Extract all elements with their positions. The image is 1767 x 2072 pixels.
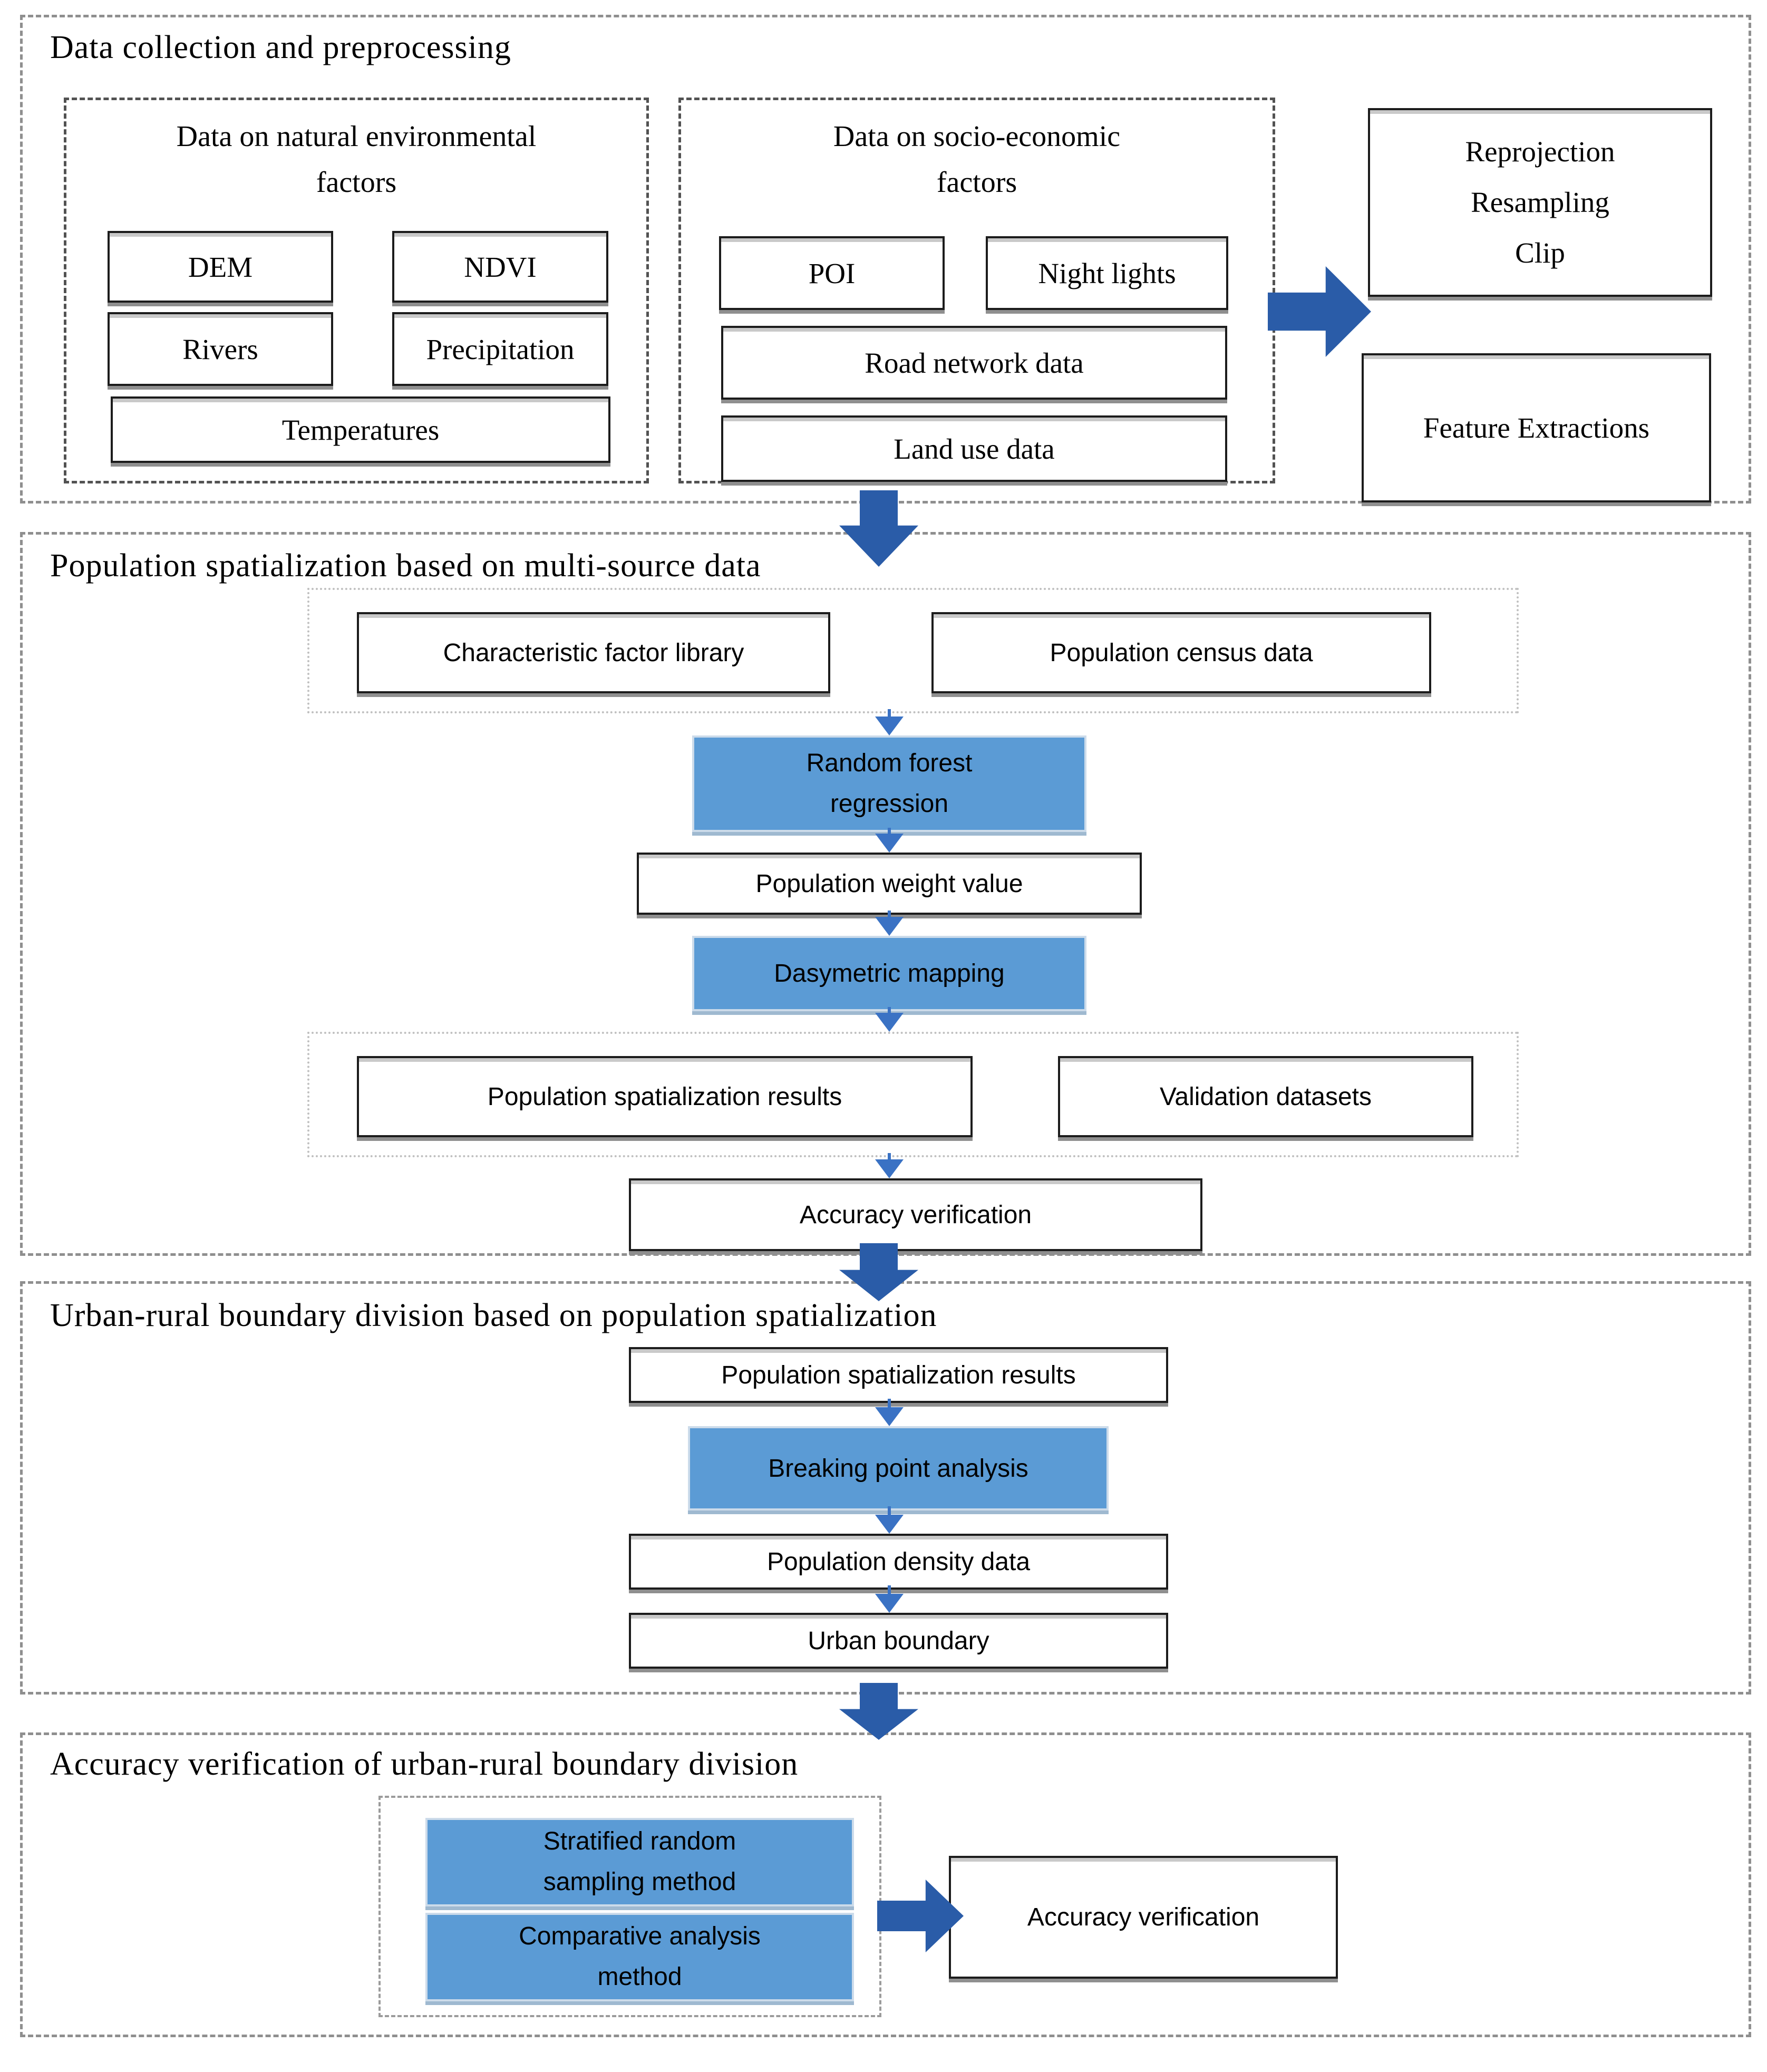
node-temperatures: Temperatures (111, 396, 610, 463)
group-title-line1: Data on natural environmental (176, 120, 537, 153)
node-stratified-random-sampling: Stratified random sampling method (425, 1818, 854, 1906)
node-precipitation: Precipitation (392, 312, 608, 386)
section-data-collection: Data collection and preprocessing Data o… (20, 15, 1751, 504)
node-dem: DEM (108, 231, 333, 303)
node-accuracy-verification-s4: Accuracy verification (949, 1856, 1338, 1979)
node-urban-boundary: Urban boundary (629, 1613, 1168, 1669)
node-characteristic-factor-library: Characteristic factor library (357, 612, 830, 693)
node-population-spatialization-results: Population spatialization results (357, 1056, 973, 1137)
stratified-method-lines: Stratified random sampling method (543, 1822, 736, 1903)
group-spatialization-inputs: Characteristic factor library Population… (307, 588, 1519, 713)
node-population-weight-value: Population weight value (637, 853, 1142, 915)
group-socio-economic-factors: Data on socio-economic factors POI Night… (678, 98, 1275, 483)
random-forest-line2: regression (830, 789, 949, 818)
node-population-spatialization-results-s3: Population spatialization results (629, 1347, 1168, 1403)
section-title-data-collection: Data collection and preprocessing (50, 30, 511, 65)
group-verification-methods: Stratified random sampling method Compar… (378, 1796, 881, 2017)
arrow-weight-to-dasymetric (872, 911, 906, 936)
preprocess-line-resampling: Resampling (1471, 186, 1609, 218)
node-poi: POI (719, 236, 945, 310)
comparative-method-line1: Comparative analysis (519, 1922, 761, 1951)
arrow-right-preprocessing (1268, 266, 1371, 357)
group-spatialization-outputs: Population spatialization results Valida… (307, 1032, 1519, 1157)
arrow-results-to-breaking-point (872, 1399, 906, 1426)
group-title-line2: factors (936, 166, 1017, 199)
node-feature-extractions: Feature Extractions (1362, 353, 1711, 502)
node-night-lights: Night lights (986, 236, 1228, 310)
node-road-network-data: Road network data (721, 326, 1227, 400)
arrow-random-forest-to-weight (872, 828, 906, 853)
node-comparative-analysis-method: Comparative analysis method (425, 1913, 854, 2001)
random-forest-lines: Random forest regression (807, 743, 973, 825)
section-title-accuracy-verification: Accuracy verification of urban-rural bou… (50, 1746, 799, 1782)
arrow-outputs-to-accuracy (872, 1153, 906, 1178)
comparative-method-line2: method (597, 1963, 682, 1991)
node-population-census-data: Population census data (931, 612, 1431, 693)
node-population-density-data: Population density data (629, 1534, 1168, 1590)
stratified-method-line1: Stratified random (543, 1827, 736, 1856)
arrow-inputs-to-random-forest (872, 709, 906, 735)
random-forest-line1: Random forest (806, 749, 973, 777)
arrow-density-to-urban-boundary (872, 1585, 906, 1613)
preprocess-line-clip: Clip (1515, 237, 1565, 269)
node-dasymetric-mapping: Dasymetric mapping (692, 936, 1086, 1011)
section-population-spatialization: Population spatialization based on multi… (20, 532, 1751, 1256)
group-title-line2: factors (316, 166, 397, 199)
section-title-urban-rural-boundary: Urban-rural boundary division based on p… (50, 1298, 937, 1333)
group-title-natural-factors: Data on natural environmental factors (66, 114, 646, 206)
stratified-method-line2: sampling method (543, 1868, 736, 1896)
node-accuracy-verification-s2: Accuracy verification (629, 1178, 1202, 1251)
comparative-method-lines: Comparative analysis method (519, 1916, 761, 1998)
group-natural-environmental-factors: Data on natural environmental factors DE… (64, 98, 649, 483)
node-validation-datasets: Validation datasets (1058, 1056, 1473, 1137)
node-land-use-data: Land use data (721, 415, 1227, 482)
node-rivers: Rivers (108, 312, 333, 386)
arrow-dasymetric-to-outputs (872, 1007, 906, 1032)
node-breaking-point-analysis: Breaking point analysis (688, 1426, 1109, 1511)
section-title-population-spatialization: Population spatialization based on multi… (50, 548, 761, 584)
node-reprojection-resampling-clip: Reprojection Resampling Clip (1368, 108, 1712, 297)
preprocess-lines: Reprojection Resampling Clip (1465, 127, 1615, 279)
arrow-breaking-point-to-density (872, 1506, 906, 1534)
group-title-line1: Data on socio-economic (833, 120, 1121, 153)
preprocess-line-reprojection: Reprojection (1465, 135, 1615, 168)
section-accuracy-verification: Accuracy verification of urban-rural bou… (20, 1732, 1751, 2037)
section-urban-rural-boundary: Urban-rural boundary division based on p… (20, 1281, 1751, 1695)
group-title-socio-factors: Data on socio-economic factors (681, 114, 1273, 206)
node-random-forest-regression: Random forest regression (692, 735, 1086, 832)
node-ndvi: NDVI (392, 231, 608, 303)
